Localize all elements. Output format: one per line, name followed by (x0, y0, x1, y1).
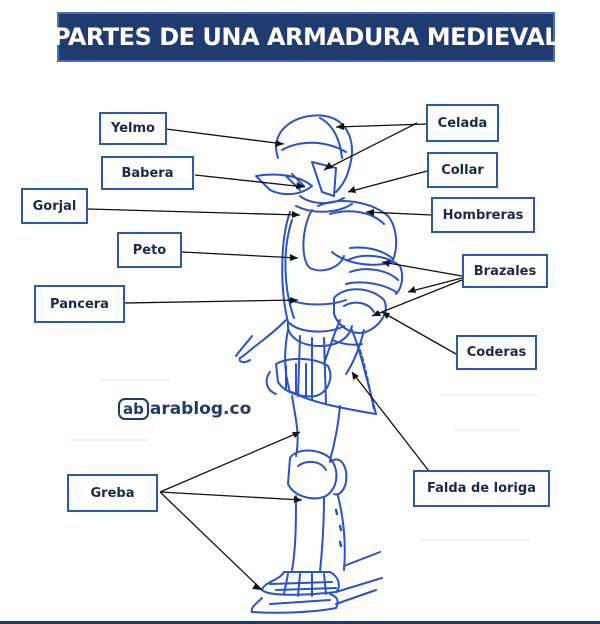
label-yelmo: Yelmo (99, 112, 167, 145)
helmet-dome-shape (275, 114, 353, 193)
pointer-lines (87, 122, 463, 591)
label-peto: Peto (117, 232, 182, 268)
label-collar: Collar (427, 152, 498, 188)
label-falda-de-loriga: Falda de loriga (413, 470, 550, 507)
label-hombreras: Hombreras (431, 197, 535, 233)
background-lines (70, 379, 540, 541)
label-babera: Babera (101, 156, 194, 190)
logo-text: arablog.co (149, 399, 252, 419)
label-brazales: Brazales (462, 254, 548, 288)
label-pancera: Pancera (34, 285, 125, 323)
label-gorjal: Gorjal (21, 188, 88, 224)
bevor-shape (255, 173, 313, 196)
brand-logo: ab arablog.co (118, 398, 251, 420)
page-title: PARTES DE UNA ARMADURA MEDIEVAL (52, 23, 560, 51)
knight-figure (235, 114, 404, 614)
arrowheads (252, 123, 416, 590)
logo-mark: ab (118, 398, 149, 420)
title-banner: PARTES DE UNA ARMADURA MEDIEVAL (53, 12, 560, 62)
label-celada: Celada (426, 104, 499, 142)
bottom-rule (0, 621, 600, 624)
label-greba: Greba (67, 474, 158, 512)
label-coderas: Coderas (456, 335, 537, 370)
